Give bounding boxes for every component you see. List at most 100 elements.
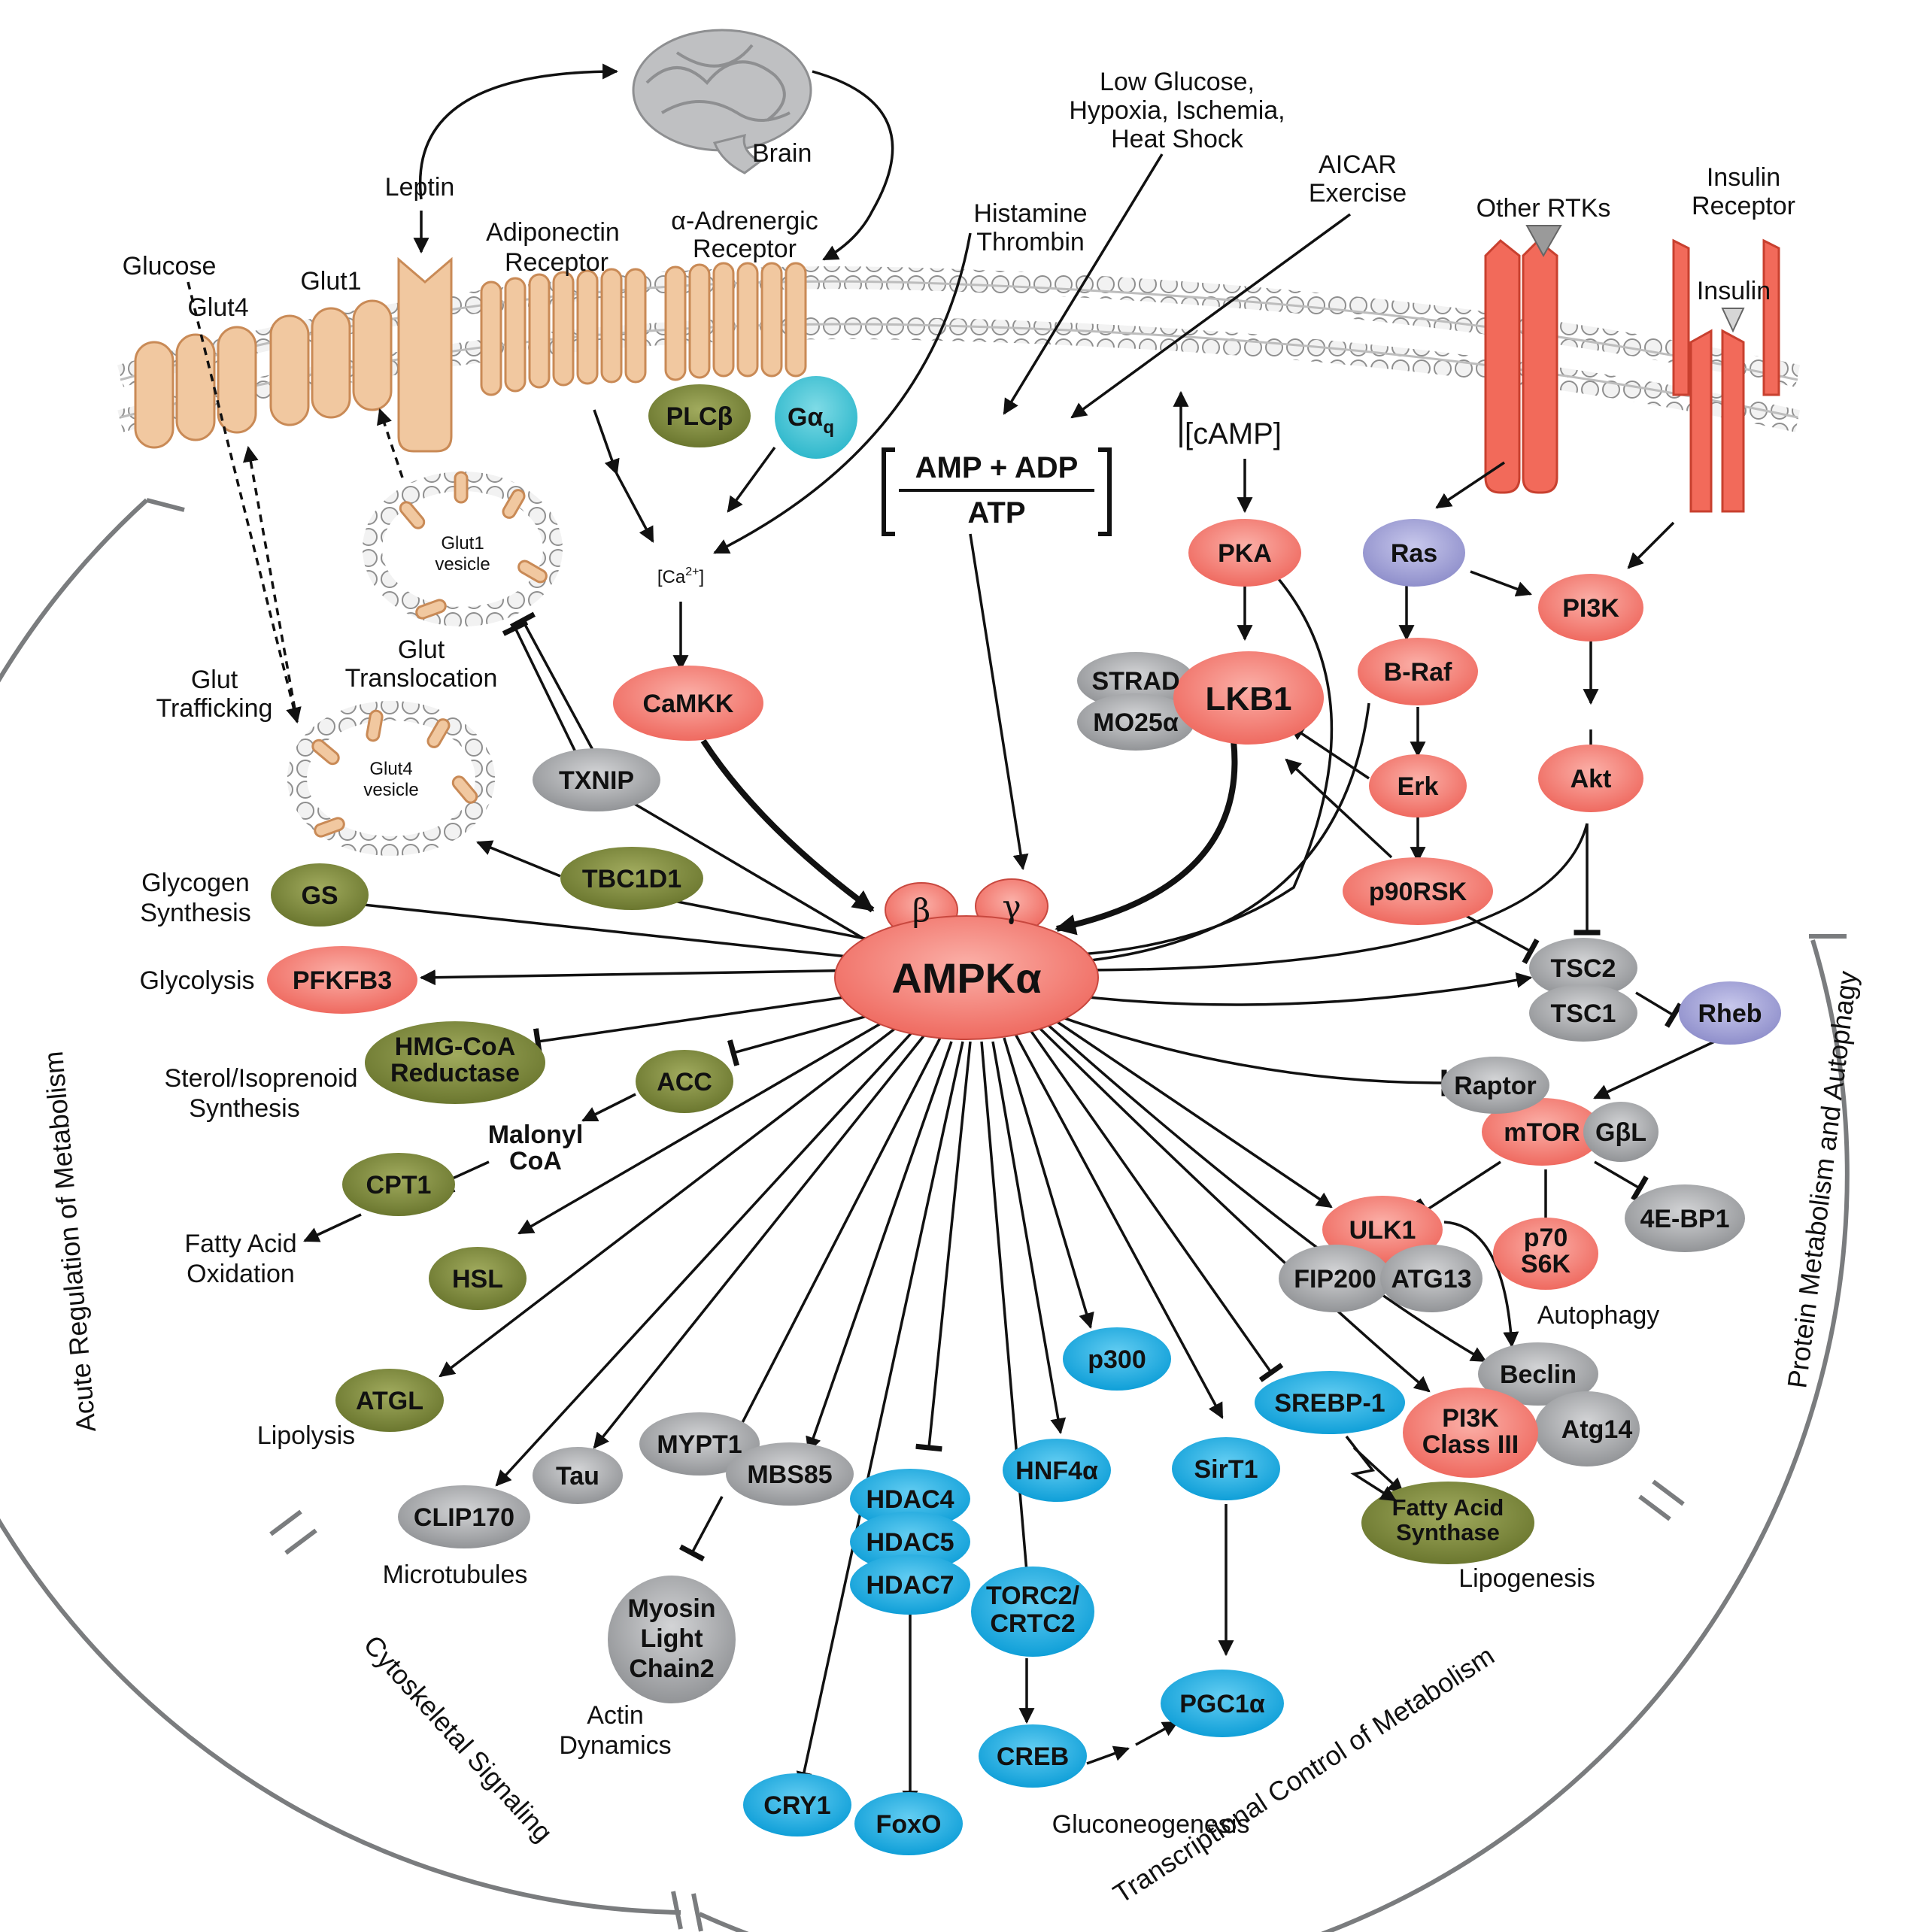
rheb-label: Rheb [1698, 999, 1762, 1028]
node-camkk: CaMKK [613, 666, 763, 741]
fao-label-2: Oxidation [187, 1260, 295, 1288]
microtubules-label: Microtubules [383, 1560, 528, 1589]
actin-label-1: Actin [587, 1701, 644, 1730]
gaq-subscript: q [823, 417, 834, 438]
node-hdac-stack: HDAC4 HDAC5 HDAC7 [850, 1469, 970, 1615]
glut1-label: Glut1 [300, 267, 361, 296]
regulation-arc [0, 498, 1850, 1932]
node-erk: Erk [1369, 754, 1467, 817]
node-tau: Tau [533, 1447, 623, 1504]
glut4-vesicle-label-1: Glut4 [369, 759, 412, 779]
node-cpt1: CPT1 [342, 1153, 455, 1216]
node-pgc1a: PGC1α [1161, 1670, 1284, 1737]
node-acc: ACC [636, 1050, 733, 1113]
node-mtor: mTOR [1482, 1098, 1602, 1166]
creb-label: CREB [997, 1742, 1069, 1771]
glut1-vesicle-label-1: Glut1 [441, 533, 484, 554]
glut1-transporter [269, 299, 393, 426]
acc-label: ACC [657, 1068, 712, 1096]
insulin-label: Insulin [1697, 277, 1771, 305]
other-rtk-receptor [1484, 225, 1562, 494]
node-cry1: CRY1 [743, 1773, 851, 1836]
txnip-label: TXNIP [559, 766, 634, 795]
histamine-label-1: Histamine [973, 199, 1087, 228]
glut4-transporter [134, 326, 257, 449]
node-pfkfb3: PFKFB3 [267, 946, 417, 1014]
s6k-label: S6K [1521, 1250, 1571, 1278]
node-srebp1: SREBP-1 [1255, 1371, 1405, 1434]
autophagy-label: Autophagy [1537, 1301, 1660, 1330]
arc-label-trans: Transcriptional Control of Metabolism [1108, 1639, 1500, 1909]
sterol-label-2: Synthesis [189, 1094, 299, 1123]
calcium-close: ] [699, 567, 704, 587]
node-hnf4a: HNF4α [1003, 1439, 1111, 1502]
ratio-numerator: AMP + ADP [915, 451, 1079, 484]
mypt1-label: MYPT1 [657, 1430, 742, 1459]
ulk1-label: ULK1 [1349, 1216, 1416, 1245]
fas-label-2: Synthase [1396, 1519, 1500, 1545]
gs-label: GS [301, 881, 338, 910]
lipolysis-label: Lipolysis [257, 1421, 355, 1450]
beclin-label: Beclin [1500, 1360, 1577, 1389]
lkb1-complex: STRAD MO25α LKB1 [1077, 651, 1324, 751]
malonyl-label-2: CoA [509, 1147, 562, 1175]
node-tsc2: TSC2 [1529, 938, 1637, 998]
leptin-receptor [397, 256, 453, 453]
node-plcb: PLCβ [648, 384, 751, 447]
node-braf: B-Raf [1358, 638, 1478, 705]
beclin-complex: Beclin Atg14 PI3K Class III [1403, 1342, 1640, 1478]
ratio-denominator: ATP [967, 496, 1025, 529]
glut4-label: Glut4 [187, 293, 248, 322]
ampk-complex: β γ AMPKα [834, 878, 1099, 1040]
node-torc2: TORC2/CRTC2 [971, 1567, 1094, 1657]
4ebp1-label: 4E-BP1 [1640, 1205, 1729, 1233]
ras-label: Ras [1391, 539, 1437, 568]
tsc1-label: TSC1 [1551, 999, 1616, 1028]
gaq-label: Gα [788, 403, 823, 432]
calcium-superscript: 2+ [685, 566, 699, 578]
atgl-label: ATGL [356, 1387, 423, 1415]
tbc1d1-label: TBC1D1 [582, 865, 681, 893]
atg13-label: ATG13 [1391, 1265, 1471, 1294]
hmgcoa-label-1: HMG-CoA [395, 1033, 516, 1061]
node-atgl: ATGL [335, 1369, 444, 1432]
mo25-label: MO25α [1093, 708, 1179, 737]
node-p300: p300 [1063, 1327, 1171, 1391]
svg-text:Gαq: Gαq [788, 403, 834, 438]
node-rheb: Rheb [1679, 981, 1781, 1045]
atg14-label: Atg14 [1561, 1415, 1633, 1444]
adiponectin-label-1: Adiponectin [486, 218, 620, 247]
hmgcoa-label-2: Reductase [390, 1059, 520, 1087]
sirt1-label: SirT1 [1194, 1455, 1258, 1484]
torc2-label-1: TORC2/ [986, 1582, 1080, 1610]
node-pi3k: PI3K [1538, 574, 1643, 641]
node-tsc1: TSC1 [1529, 984, 1637, 1042]
glut-translocation-label-1: Glut [398, 635, 445, 664]
arc-label-acute: Acute Regulation of Metabolism [38, 1050, 102, 1433]
hdac5-label: HDAC5 [866, 1528, 954, 1557]
srebp1-label: SREBP-1 [1274, 1389, 1385, 1418]
braf-label: B-Raf [1384, 658, 1452, 687]
text-labels: Leptin Glucose Glut4 Glut1 Adiponectin R… [123, 68, 1795, 1839]
edges [187, 63, 1723, 1807]
camkk-label: CaMKK [643, 690, 734, 718]
plcb-label: PLCβ [666, 402, 733, 431]
node-tbc1d1: TBC1D1 [560, 847, 703, 910]
p300-label: p300 [1088, 1345, 1146, 1374]
gluconeogenesis-label: Gluconeogenesis [1052, 1810, 1250, 1839]
glycolysis-label: Glycolysis [139, 966, 254, 995]
strad-label: STRAD [1091, 667, 1179, 696]
brain-label: Brain [752, 139, 812, 168]
arc-label-protein: Protein Metabolism and Autophagy [1781, 969, 1863, 1390]
arc-label-cyto: Cytoskeletal Signaling [358, 1629, 559, 1848]
fas-label-1: Fatty Acid [1392, 1494, 1504, 1521]
aicar-label-1: AICAR [1319, 150, 1397, 179]
adiponectin-label-2: Receptor [505, 248, 608, 277]
node-pka: PKA [1188, 519, 1301, 587]
leptin-label: Leptin [385, 173, 455, 202]
node-txnip: TXNIP [533, 748, 660, 811]
sterol-label-1: Sterol/Isoprenoid [164, 1064, 357, 1093]
tau-label: Tau [556, 1462, 599, 1491]
